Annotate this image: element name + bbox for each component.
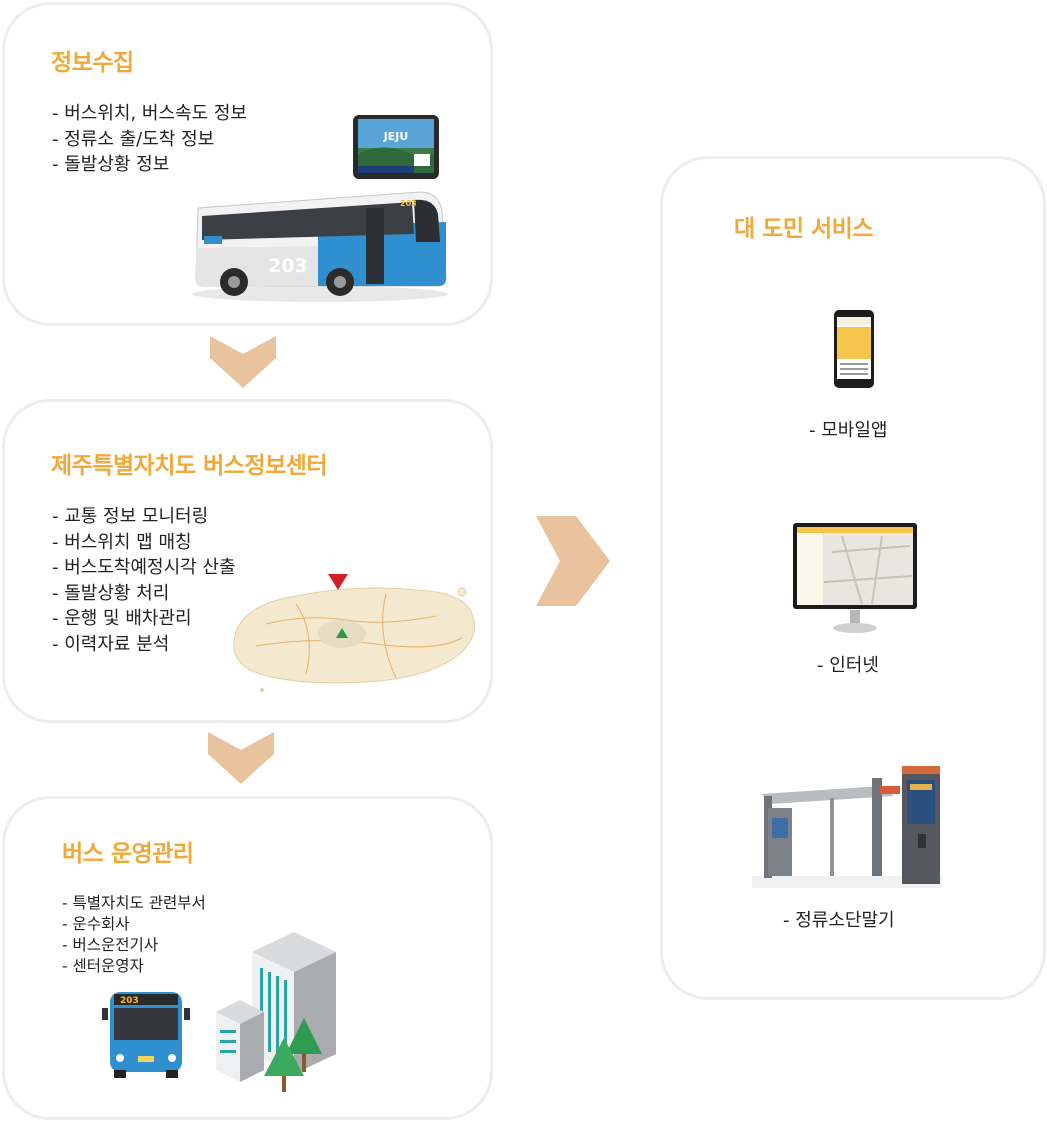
list-item: - 버스위치 맵 매칭 xyxy=(52,531,192,553)
list-item: - 돌발상황 처리 xyxy=(52,582,170,604)
bus-stop-terminal-label: - 정류소단말기 xyxy=(783,910,895,931)
list-item: - 이력자료 분석 xyxy=(52,633,170,655)
bus-operation-list: - 특별자치도 관련부서 - 운수회사 - 버스운전기사 - 센터운영자 xyxy=(62,893,206,977)
list-item: - 정류소 출/도착 정보 xyxy=(52,128,215,150)
list-item: - 돌발상황 정보 xyxy=(52,154,170,175)
jeju-island-map-image xyxy=(233,574,475,692)
list-item: - 버스도착예정시각 산출 xyxy=(52,557,236,578)
bus-terminal-tablet-image: JEJU xyxy=(353,115,439,179)
info-collection-list: - 버스위치, 버스속도 정보 - 정류소 출/도착 정보 - 돌발상황 정보 xyxy=(52,101,247,178)
mobile-app-label: - 모바일앱 xyxy=(809,420,888,441)
list-item: - 특별자치도 관련부서 xyxy=(62,894,206,912)
list-item: - 버스위치, 버스속도 정보 xyxy=(52,103,247,124)
list-item: - 센터운영자 xyxy=(62,957,144,975)
bus-info-center-list: - 교통 정보 모니터링 - 버스위치 맵 매칭 - 버스도착예정시각 산출 -… xyxy=(52,504,236,657)
desktop-monitor-image xyxy=(793,523,917,633)
citizen-service-title: 대 도민 서비스 xyxy=(734,216,873,242)
smartphone-image xyxy=(834,310,874,388)
internet-label: - 인터넷 xyxy=(817,655,879,676)
office-buildings-image xyxy=(216,932,336,1092)
list-item: - 운수회사 xyxy=(62,915,130,933)
tablet-brand-text: JEJU xyxy=(383,130,409,143)
bus-stop-shelter-image xyxy=(752,766,942,888)
bus-number-side: 203 xyxy=(268,255,308,277)
list-item: - 운행 및 배차관리 xyxy=(52,608,192,629)
info-collection-title: 정보수집 xyxy=(51,50,134,76)
right-arrow-icon xyxy=(536,516,610,606)
city-bus-image: 203 203 xyxy=(192,191,448,302)
bus-front-number: 203 xyxy=(120,996,139,1006)
bus-number-led: 203 xyxy=(400,199,417,208)
bus-operation-title: 버스 운영관리 xyxy=(62,841,194,867)
down-arrow-icon xyxy=(210,336,276,388)
bus-front-image: 203 xyxy=(102,992,190,1078)
list-item: - 교통 정보 모니터링 xyxy=(52,506,209,527)
down-arrow-icon xyxy=(208,732,274,784)
bus-info-center-title: 제주특별자치도 버스정보센터 xyxy=(51,453,328,479)
list-item: - 버스운전기사 xyxy=(62,936,159,954)
